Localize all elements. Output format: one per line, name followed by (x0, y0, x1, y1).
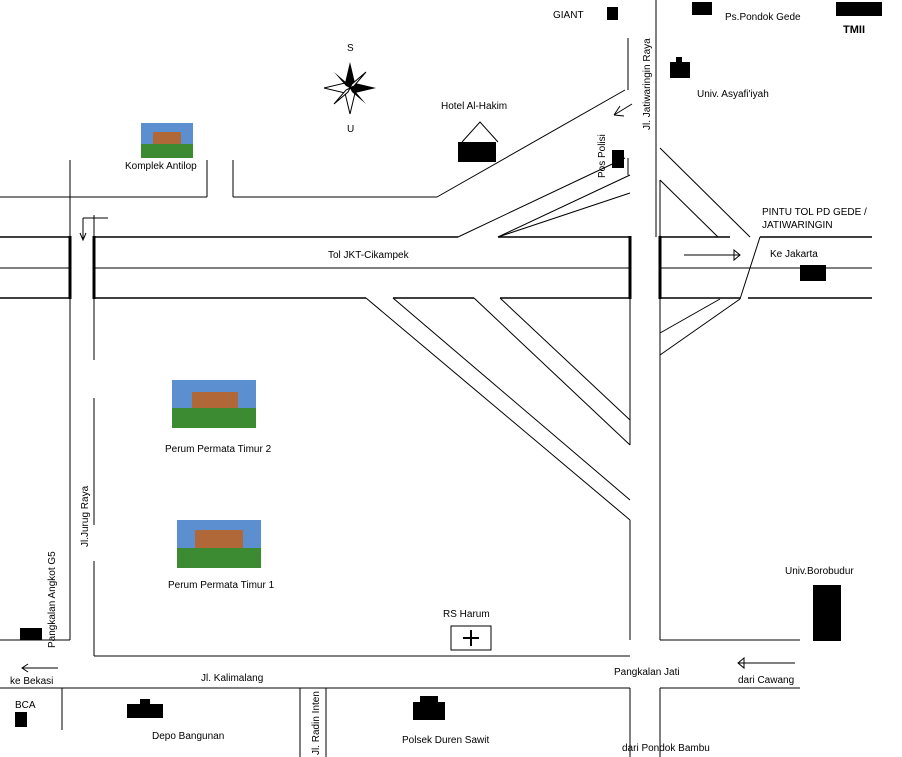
pos-polisi-label: Pos Polisi (597, 134, 608, 178)
ke-jakarta-label: Ke Jakarta (770, 249, 818, 260)
toll-road-label: Tol JKT-Cikampek (328, 250, 410, 261)
ke-bekasi-label: ke Bekasi (10, 676, 53, 687)
kalimalang-label: Jl. Kalimalang (201, 673, 263, 684)
perum-permata-timur-1-photo (177, 520, 261, 568)
polsek-duren-sawit-label: Polsek Duren Sawit (402, 735, 489, 746)
ps-pondok-gede-building-icon (692, 2, 712, 15)
bca-building-icon (15, 712, 27, 727)
univ-borobudur-label: Univ.Borobudur (785, 566, 854, 577)
perum-permata-timur-2-photo (172, 380, 256, 428)
pangkalan-angkot-label: Pangkalan Angkot G5 (47, 551, 58, 648)
pos-polisi-building-icon (612, 150, 624, 168)
hotel-al-hakim-label: Hotel Al-Hakim (441, 101, 507, 112)
hotel-building-icon (458, 142, 496, 162)
depo-bangunan-label: Depo Bangunan (152, 731, 224, 742)
univ-asyafiiyah-label: Univ. Asyafi'iyah (697, 89, 769, 100)
jatiwaringin-raya-label: Jl. Jatiwaringin Raya (642, 38, 653, 130)
bca-label: BCA (15, 700, 36, 711)
perum-permata-timur-1-label: Perum Permata Timur 1 (168, 580, 275, 591)
depo-bangunan-building-icon (127, 704, 163, 718)
ps-pondok-gede-label: Ps.Pondok Gede (725, 12, 801, 23)
tmii-building-icon (836, 2, 882, 16)
giant-building-icon (607, 7, 618, 20)
polsek-building-icon (413, 702, 445, 720)
giant-label: GIANT (553, 10, 584, 21)
hospital-cross-icon (450, 625, 492, 651)
map-labels: GIANT Ps.Pondok Gede TMII Univ. Asyafi'i… (10, 10, 867, 755)
local-roads (0, 0, 800, 757)
tmii-label: TMII (843, 24, 865, 36)
compass-south-label: S (347, 43, 354, 54)
angkot-vehicle-icon (20, 628, 42, 640)
rs-harum-label: RS Harum (443, 609, 490, 620)
hotel-roof-icon (461, 121, 499, 143)
pintu-tol-label-line2: JATIWARINGIN (762, 220, 833, 231)
direction-arrows (21, 103, 795, 673)
univ-asyafiiyah-building-icon (670, 62, 690, 78)
building-icons (15, 2, 882, 727)
toll-gate-building-icon (800, 265, 826, 281)
toll-road (0, 236, 872, 299)
pangkalan-jati-label: Pangkalan Jati (614, 667, 680, 678)
radin-inten-label: Jl. Radin Inten (311, 691, 322, 755)
compass-rose-icon (323, 62, 376, 115)
komplek-antilop-label: Komplek Antilop (125, 161, 197, 172)
univ-borobudur-building-icon (813, 585, 841, 641)
dari-cawang-label: dari Cawang (738, 675, 794, 686)
pintu-tol-label-line1: PINTU TOL PD GEDE / (762, 207, 867, 218)
jurug-raya-label: Jl.Jurug Raya (80, 485, 91, 547)
komplek-antilop-photo (141, 123, 193, 158)
compass-north-label: U (347, 124, 354, 135)
perum-permata-timur-2-label: Perum Permata Timur 2 (165, 444, 272, 455)
dari-pondok-bambu-label: dari Pondok Bambu (622, 743, 710, 754)
